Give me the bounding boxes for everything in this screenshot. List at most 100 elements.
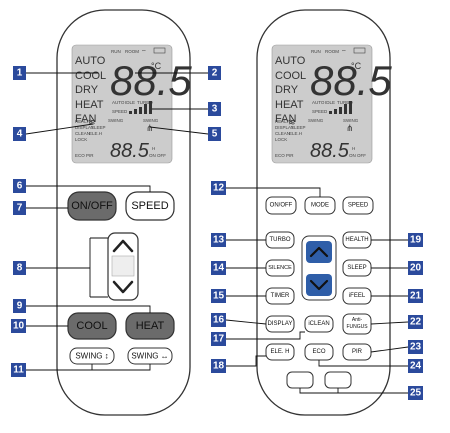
callout-25: 25 <box>408 386 423 400</box>
right-onoff-button[interactable] <box>265 196 297 215</box>
callout-12-label: 12 <box>213 183 225 194</box>
leader-lines <box>25 72 409 394</box>
right-eleh-button[interactable] <box>265 343 295 361</box>
lcd-clock-status: ON OFF <box>349 153 366 158</box>
wifi-icon: ⌔ <box>141 50 147 56</box>
callout-3-label: 3 <box>212 104 218 115</box>
lcd-clock-unit: H <box>352 146 355 151</box>
lcd-mode-fan: FAN <box>75 113 96 125</box>
lcd-mode-dry: DRY <box>75 84 99 96</box>
lcd-unit: °C <box>351 61 362 71</box>
lcd-speed-label: SPEED <box>312 109 328 114</box>
left-lcd: AUTO COOL DRY HEAT FAN RUN ROOM ⌔ 88.5 °… <box>71 44 192 164</box>
lcd-feature-clean: CLEAN <box>75 131 90 136</box>
lcd-feature-pir: PIR <box>286 153 294 158</box>
right-antifungus-label-2: FUNGUS <box>346 324 368 330</box>
lcd-feature-eleh: ELE.H <box>89 131 102 136</box>
speed-bars-icon <box>329 101 352 114</box>
callout-23-label: 23 <box>410 342 422 353</box>
right-sleep-label: SLEEP <box>347 265 366 271</box>
lcd-feature-sleep: SLEEP <box>91 125 106 130</box>
callout-22-label: 22 <box>410 317 422 328</box>
swing-horizontal-icon: ⋔ <box>146 123 154 133</box>
left-temp-down-button[interactable] <box>112 280 134 294</box>
right-blank-button-2[interactable] <box>324 371 352 389</box>
lcd-mode-heat: HEAT <box>275 99 304 111</box>
battery-icon <box>153 47 166 54</box>
callout-16: 16 <box>211 313 226 327</box>
callout-2: 2 <box>208 66 221 80</box>
lcd-fan-turbo: TURBO <box>337 100 353 105</box>
right-eco-label: ECO <box>312 349 325 355</box>
lcd-mode-cool: COOL <box>75 70 106 82</box>
speed-bars-icon <box>129 101 152 114</box>
lcd-clock-digits: 88.5 <box>110 140 150 162</box>
lcd-fan-auto: AUTO <box>312 100 325 105</box>
lcd-clock-unit: H <box>152 146 155 151</box>
lcd-feature-pir: PIR <box>86 153 94 158</box>
lcd-mode-auto: AUTO <box>75 55 106 67</box>
callout-8: 8 <box>13 261 26 275</box>
lcd-feature-health: HEALTH <box>75 119 92 124</box>
callout-9-label: 9 <box>17 301 23 312</box>
left-onoff-button[interactable] <box>67 191 117 221</box>
callout-5: 5 <box>208 127 221 141</box>
swing-horizontal-icon: ⋔ <box>346 123 354 133</box>
callout-2-label: 2 <box>212 68 218 79</box>
callout-17-label: 17 <box>213 334 225 345</box>
right-temp-down-button[interactable] <box>306 274 332 296</box>
callout-25-label: 25 <box>410 388 422 399</box>
callout-21: 21 <box>408 289 423 303</box>
right-antifungus-label-1: Anti- <box>352 317 363 323</box>
lcd-temp-digits: 88.5 <box>110 57 192 104</box>
callout-badges: 1 2 3 4 5 6 7 8 9 10 11 12 13 14 15 16 1… <box>11 66 423 400</box>
right-temp-up-button[interactable] <box>306 241 332 263</box>
callout-13-label: 13 <box>213 235 225 246</box>
lcd-mode-dry: DRY <box>275 84 299 96</box>
battery-icon <box>353 47 366 54</box>
right-lcd: AUTO COOL DRY HEAT FAN RUN ROOM ⌔ 88.5 °… <box>271 44 392 164</box>
callout-12: 12 <box>211 181 226 195</box>
callout-19-label: 19 <box>410 235 422 246</box>
lcd-feature-eco: ECO <box>75 153 85 158</box>
lcd-feature-health: HEALTH <box>275 119 292 124</box>
left-temp-rocker-center <box>111 255 135 277</box>
callout-6: 6 <box>13 179 26 193</box>
callout-10-label: 10 <box>13 321 25 332</box>
callout-3: 3 <box>208 102 221 116</box>
arrow-down-icon <box>309 279 329 291</box>
callout-1: 1 <box>13 66 26 80</box>
lcd-feature-lock: LOCK <box>275 137 287 142</box>
callout-10: 10 <box>11 319 26 333</box>
lcd-feature-display: DISPLAY <box>75 125 94 130</box>
lcd-run-label: RUN <box>311 49 321 54</box>
right-mode-label: MODE <box>311 203 329 209</box>
left-cool-label: COOL <box>76 320 107 332</box>
callout-8-label: 8 <box>17 263 23 274</box>
swing-vertical-icon: ≋ <box>288 117 296 127</box>
arrow-up-icon <box>309 246 329 258</box>
right-onoff-label: ON/OFF <box>270 203 293 209</box>
callout-14: 14 <box>211 261 226 275</box>
lcd-fan-auto: AUTO <box>112 100 125 105</box>
right-remote: AUTO COOL DRY HEAT FAN RUN ROOM ⌔ 88.5 °… <box>256 9 392 416</box>
lcd-fan-idle: IDLE <box>325 100 335 105</box>
left-swing-horizontal-label: SWING ↔ <box>131 352 168 361</box>
left-temp-up-button[interactable] <box>112 239 134 253</box>
right-iclean-button[interactable] <box>304 315 334 333</box>
right-ifeel-label: iFEEL <box>349 293 366 299</box>
callout-20: 20 <box>408 261 423 275</box>
callout-24-label: 24 <box>410 361 422 372</box>
callout-7-label: 7 <box>17 203 23 214</box>
right-iclean-label: iCLEAN <box>308 321 329 327</box>
lcd-room-label: ROOM <box>325 49 339 54</box>
callout-18-label: 18 <box>213 361 225 372</box>
right-speed-button[interactable] <box>342 196 374 215</box>
right-blank-button-1[interactable] <box>286 371 314 389</box>
callout-17: 17 <box>211 332 226 346</box>
lcd-clock-digits: 88.5 <box>310 140 350 162</box>
lcd-unit: °C <box>151 61 162 71</box>
callout-4-label: 4 <box>17 129 23 140</box>
